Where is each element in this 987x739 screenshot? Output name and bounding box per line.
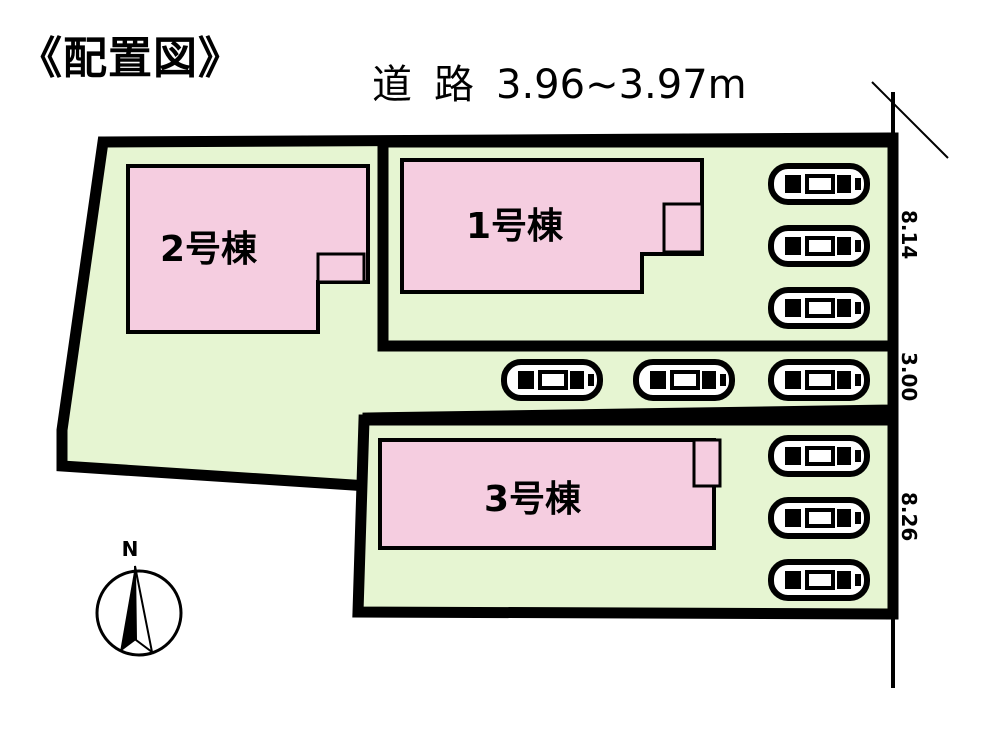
dimension-passage: 3.00	[897, 352, 921, 401]
parking-space	[771, 290, 867, 326]
road-label-char-1: 道	[372, 62, 412, 108]
building-3: 3号棟	[378, 438, 722, 550]
compass-arrow-light	[134, 565, 154, 655]
north-compass: N	[95, 537, 183, 657]
parking-space	[771, 500, 867, 536]
road-label-char-2: 路	[434, 62, 474, 108]
parking-space	[771, 562, 867, 598]
building-1: 1号棟	[400, 158, 704, 294]
compass-arrow-dark	[120, 566, 136, 652]
parking-space	[771, 228, 867, 264]
north-label: N	[122, 537, 139, 561]
building-2: 2号棟	[126, 164, 370, 334]
parking-space	[636, 362, 732, 398]
building-3-label: 3号棟	[484, 479, 582, 520]
building-2-label: 2号棟	[160, 229, 258, 270]
parking-space	[771, 362, 867, 398]
road-label: 道路 3.96~3.97m	[372, 52, 747, 110]
parking-space	[771, 438, 867, 474]
building-1-label: 1号棟	[466, 206, 564, 247]
map-title: 《配置図》	[18, 33, 243, 84]
road-leader-line	[871, 81, 949, 159]
parking-space	[504, 362, 600, 398]
dimension-lot-3: 8.26	[897, 492, 921, 541]
dimension-lot-1: 8.14	[897, 210, 921, 259]
road-width: 3.96~3.97m	[496, 62, 747, 108]
parking-space	[771, 166, 867, 202]
